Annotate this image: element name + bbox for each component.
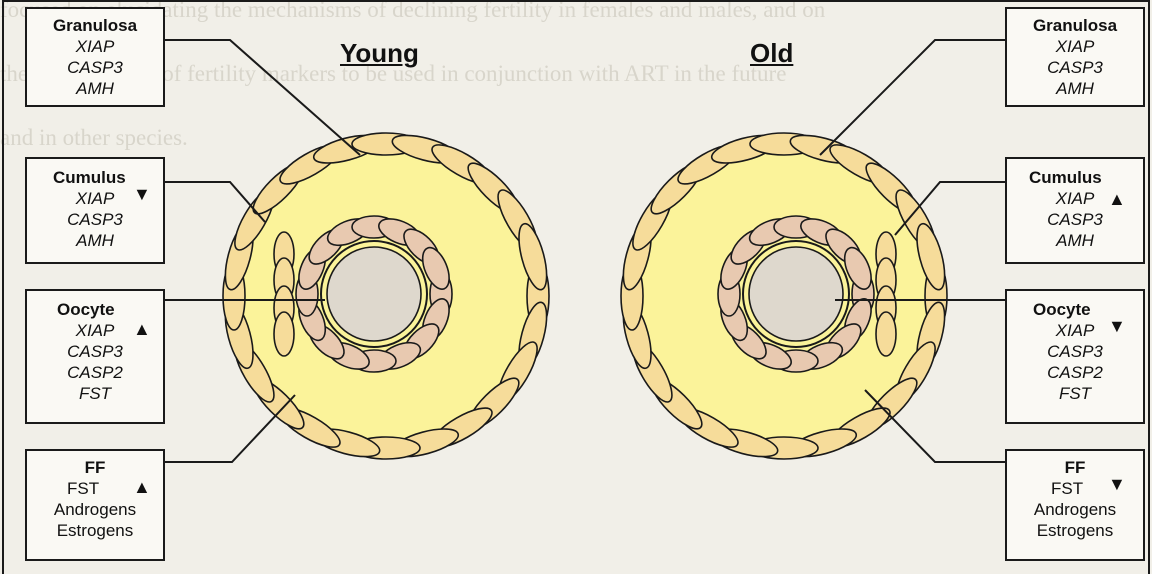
young-granulosa-gene-1: XIAP [27, 36, 163, 57]
old-oocyte [749, 247, 843, 341]
young-granulosa-title: Granulosa [27, 15, 163, 36]
old-cumulus-gene-2: CASP3 [1007, 209, 1143, 230]
young-cumulus-box: Cumulus XIAP CASP3 AMH [25, 157, 165, 264]
young-ff-box: FF FST Androgens Estrogens [25, 449, 165, 561]
old-granulosa-gene-2: CASP3 [1007, 57, 1143, 78]
old-cumulus-gene-3: AMH [1007, 230, 1143, 251]
young-ff-up-arrow-icon: ▲ [133, 478, 151, 496]
connector-old-granulosa [820, 40, 1005, 155]
young-ff-title: FF [27, 457, 163, 478]
young-cumulus-gene-2: CASP3 [27, 209, 163, 230]
young-oocyte-title: Oocyte [27, 299, 163, 320]
old-outer-cumulus-cell [876, 312, 896, 356]
young-granulosa-gene-3: AMH [27, 78, 163, 99]
old-oocyte-gene-4: FST [1007, 383, 1143, 404]
young-oocyte-gene-2: CASP3 [27, 341, 163, 362]
young-cumulus-down-arrow-icon: ▼ [133, 185, 151, 203]
old-ff-item-3: Estrogens [1007, 520, 1143, 541]
young-ff-item-2: Androgens [27, 499, 163, 520]
old-granulosa-gene-1: XIAP [1007, 36, 1143, 57]
connector-young-granulosa [165, 40, 360, 155]
young-oocyte-up-arrow-icon: ▲ [133, 320, 151, 338]
young-oocyte-gene-4: FST [27, 383, 163, 404]
old-oocyte-down-arrow-icon: ▼ [1108, 317, 1126, 335]
follicle-young [220, 130, 552, 462]
young-granulosa-gene-2: CASP3 [27, 57, 163, 78]
young-title: Young [340, 38, 419, 69]
old-cumulus-up-arrow-icon: ▲ [1108, 190, 1126, 208]
old-oocyte-box: Oocyte XIAP CASP3 CASP2 FST [1005, 289, 1145, 424]
old-oocyte-gene-3: CASP2 [1007, 362, 1143, 383]
old-granulosa-box: Granulosa XIAP CASP3 AMH [1005, 7, 1145, 107]
young-granulosa-box: Granulosa XIAP CASP3 AMH [25, 7, 165, 107]
old-granulosa-gene-3: AMH [1007, 78, 1143, 99]
old-title: Old [750, 38, 793, 69]
old-granulosa-title: Granulosa [1007, 15, 1143, 36]
young-outer-cumulus-cell [274, 312, 294, 356]
old-cumulus-title: Cumulus [1007, 167, 1143, 188]
old-cumulus-box: Cumulus XIAP CASP3 AMH [1005, 157, 1145, 264]
young-ff-item-3: Estrogens [27, 520, 163, 541]
young-oocyte-box: Oocyte XIAP CASP3 CASP2 FST [25, 289, 165, 424]
follicle-old [618, 130, 950, 462]
old-ff-down-arrow-icon: ▼ [1108, 475, 1126, 493]
old-ff-box: FF FST Androgens Estrogens [1005, 449, 1145, 561]
diagram-frame [3, 1, 1149, 574]
young-cumulus-gene-3: AMH [27, 230, 163, 251]
young-oocyte-gene-3: CASP2 [27, 362, 163, 383]
old-oocyte-gene-2: CASP3 [1007, 341, 1143, 362]
young-oocyte [327, 247, 421, 341]
old-ff-item-2: Androgens [1007, 499, 1143, 520]
